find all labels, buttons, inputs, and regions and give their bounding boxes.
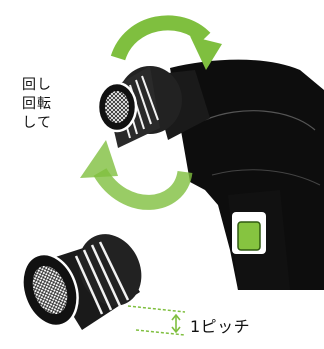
instruction-line-1: 回し xyxy=(22,77,52,93)
chuck-sleeve-detached xyxy=(21,234,142,330)
instruction-line-3: して xyxy=(22,115,52,131)
pitch-dimension-arrow xyxy=(171,313,181,334)
pitch-label: 1ピッチ xyxy=(190,317,251,336)
instruction-line-2: 回転 xyxy=(22,96,52,112)
rotation-arrow-bottom xyxy=(80,140,193,210)
trigger-switch xyxy=(232,212,266,254)
pitch-dimension xyxy=(127,305,186,336)
instruction-text: 回し 回転 して xyxy=(0,76,52,133)
drill-chuck xyxy=(96,66,210,148)
rotation-arrow-top xyxy=(110,15,222,70)
